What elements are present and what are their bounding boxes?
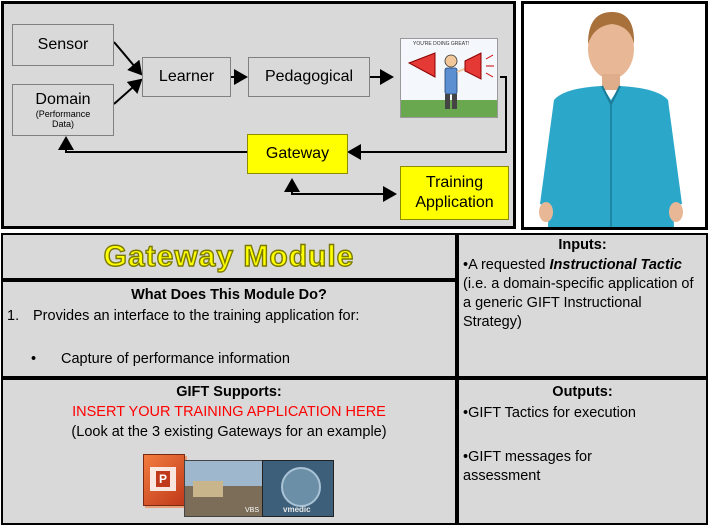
inputs-heading: Inputs:: [558, 237, 607, 253]
supports-heading: GIFT Supports:: [176, 384, 282, 400]
inputs-bullet: •A requested Instructional Tactic (i.e. …: [463, 257, 694, 330]
domain-label: Domain: [35, 91, 91, 108]
what-item-number: 1.: [7, 308, 20, 324]
gateway-label: Gateway: [265, 145, 330, 162]
pedagogical-node: Pedagogical: [248, 57, 370, 97]
arrow-domain-learner: [113, 78, 143, 105]
module-title-cell: Gateway Module: [1, 233, 457, 280]
training-application-label: Training Application: [415, 174, 494, 211]
avatar-illustration: [539, 12, 683, 227]
supports-cell: GIFT Supports: INSERT YOUR TRAINING APPL…: [1, 378, 457, 525]
supports-note: (Look at the 3 existing Gateways for an …: [71, 424, 387, 440]
powerpoint-thumbnail: P: [143, 454, 185, 506]
outputs-item: •GIFT messages for assessment: [463, 449, 592, 484]
avatar-panel: [521, 1, 708, 230]
pedagogical-label: Pedagogical: [264, 68, 354, 85]
arrow-gateway-training: [291, 186, 397, 202]
learner-label: Learner: [158, 68, 215, 85]
vbs-label: VBS: [244, 507, 259, 514]
what-item: 1. Provides an interface to the training…: [7, 307, 453, 326]
training-application-node: Training Application: [400, 166, 509, 220]
vmedic-thumbnail: vmedic: [262, 460, 334, 517]
feedback-cartoon-image: YOU'RE DOING GREAT!: [400, 38, 498, 118]
what-sub-bullet-text: Capture of performance information: [61, 351, 290, 367]
domain-node: Domain (Performance Data): [12, 84, 114, 136]
learner-node: Learner: [142, 57, 231, 97]
outputs-cell: Outputs: •GIFT Tactics for execution •GI…: [457, 378, 708, 525]
module-title: Gateway Module: [103, 239, 355, 273]
outputs-heading: Outputs:: [552, 384, 613, 400]
vmedic-label: vmedic: [283, 505, 311, 514]
gateway-node: Gateway: [247, 134, 348, 174]
vbs-thumbnail: VBS: [184, 460, 263, 517]
arrow-cartoon-gateway: [347, 76, 507, 160]
what-item-text: Provides an interface to the training ap…: [33, 308, 360, 324]
domain-sublabel: (Performance Data): [35, 109, 91, 129]
sensor-label: Sensor: [37, 36, 89, 53]
module-description-cell: What Does This Module Do? 1. Provides an…: [1, 280, 457, 378]
inputs-cell: Inputs: •A requested Instructional Tacti…: [457, 233, 708, 378]
supports-insert: INSERT YOUR TRAINING APPLICATION HERE: [72, 404, 386, 420]
what-sub-bullet: •Capture of performance information: [31, 351, 290, 367]
arrow-gateway-domain: [58, 136, 247, 153]
cartoon-caption: YOU'RE DOING GREAT!: [413, 41, 470, 47]
arrow-sensor-learner: [113, 41, 143, 76]
what-heading: What Does This Module Do?: [131, 287, 327, 303]
sensor-node: Sensor: [12, 24, 114, 66]
inputs-emphasis: Instructional Tactic: [549, 257, 682, 273]
outputs-item: •GIFT Tactics for execution: [463, 405, 636, 421]
